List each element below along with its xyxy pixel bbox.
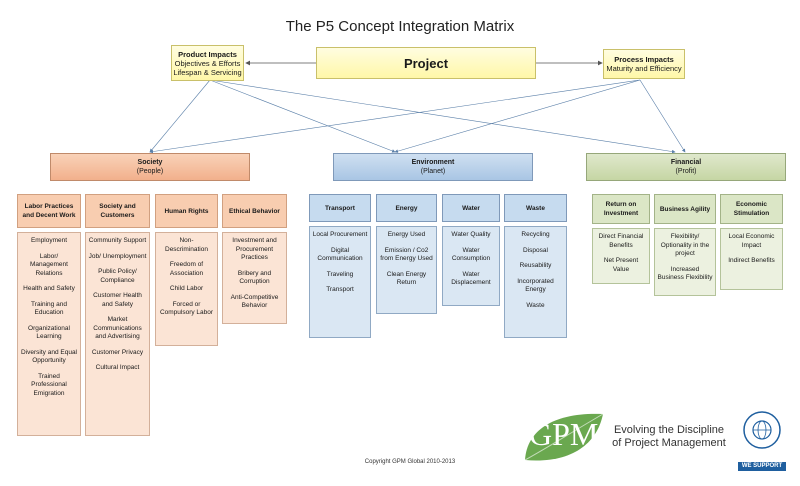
- environment-title: Environment: [411, 159, 455, 166]
- list-item: Indirect Benefits: [728, 257, 775, 264]
- process-impacts-box: Process Impacts Maturity and Efficiency: [603, 49, 685, 79]
- list-item: Local Procurement: [312, 231, 368, 238]
- list-item: Customer Privacy: [91, 348, 144, 356]
- list-item: Bribery and Corruption: [237, 269, 272, 286]
- list-item: Energy Used: [387, 231, 426, 238]
- product-impacts-title: Product Impacts: [178, 49, 237, 59]
- process-impacts-line1: Maturity and Efficiency: [606, 64, 682, 73]
- financial-title: Financial: [670, 159, 702, 166]
- process-impacts-title: Process Impacts: [614, 55, 674, 64]
- list-item: Net Present Value: [603, 257, 639, 273]
- list-item: Direct Financial Benefits: [598, 233, 644, 249]
- list-item: Investment and Procurement Practices: [232, 237, 277, 261]
- column-header-labor-practices-and-decent-work: Labor Practices and Decent Work: [17, 194, 81, 228]
- environment-subtitle: (Planet): [420, 168, 446, 175]
- society-category: Society (People): [50, 153, 250, 181]
- gpm-tagline: Evolving the Discipline of Project Manag…: [606, 424, 732, 450]
- list-item: Employment: [30, 237, 68, 244]
- gc-we-support-label: WE SUPPORT: [738, 462, 786, 471]
- list-item: Traveling: [326, 270, 354, 278]
- list-item: Anti-Competitive Behavior: [230, 293, 279, 310]
- list-item: Non-Descrimination: [165, 237, 208, 253]
- product-impacts-box: Product Impacts Objectives & Efforts Lif…: [171, 45, 244, 81]
- list-item: Water Quality: [451, 231, 491, 238]
- page-title: The P5 Concept Integration Matrix: [285, 18, 515, 35]
- product-impacts-line1: Objectives & Efforts: [174, 58, 241, 68]
- list-item: Disposal: [523, 246, 548, 254]
- list-item: Job/ Unemployment: [88, 252, 147, 260]
- column-header-transport: Transport: [309, 194, 371, 222]
- list-item: Increased Business Flexibility: [657, 265, 713, 282]
- gpm-leaf-logo: [524, 413, 604, 461]
- copyright-text: Copyright GPM Global 2010-2013: [364, 459, 456, 465]
- list-item: Labor/ Management Relations: [30, 252, 68, 277]
- list-item: Health and Safety: [23, 285, 75, 292]
- list-item: Local Economic Impact: [728, 233, 775, 249]
- column-header-society-and-customers: Society and Customers: [85, 194, 150, 228]
- column-header-ethical-behavior: Ethical Behavior: [222, 194, 287, 228]
- column-header-economic-stimulation: Economic Stimulation: [720, 194, 783, 224]
- project-box: Project: [316, 47, 536, 79]
- list-item: Clean Energy Return: [386, 270, 427, 287]
- financial-category: Financial (Profit): [586, 153, 786, 181]
- column-header-waste: Waste: [504, 194, 567, 222]
- list-item: Organizational Learning: [28, 324, 70, 341]
- column-header-business-agility: Business Agility: [654, 194, 716, 224]
- list-item: Waste: [526, 301, 545, 309]
- list-item: Transport: [326, 286, 354, 293]
- list-item: Water Displacement: [451, 270, 491, 287]
- list-item: Market Communications and Advertising: [93, 316, 142, 340]
- list-item: Flexibility/ Optionality in the project: [660, 233, 710, 257]
- gpm-logo-text: GPM: [529, 416, 599, 452]
- list-item: Forced or Compulsory Labor: [159, 300, 214, 317]
- list-item: Training and Education: [31, 300, 67, 317]
- list-item: Water Consumption: [451, 246, 491, 263]
- list-item: Reusability: [519, 262, 552, 269]
- global-compact-logo: [743, 411, 781, 449]
- list-item: Customer Health and Safety: [93, 292, 142, 308]
- tagline-line1: Evolving the Discipline: [613, 424, 725, 436]
- tagline-line2: of Project Management: [612, 437, 726, 449]
- list-item: Recycling: [521, 231, 550, 238]
- environment-category: Environment (Planet): [333, 153, 533, 181]
- financial-subtitle: (Profit): [675, 168, 697, 175]
- list-item: Incorporated Energy: [517, 277, 554, 294]
- society-title: Society: [137, 159, 163, 166]
- list-item: Digital Communication: [317, 246, 363, 263]
- list-item: Cultural Impact: [95, 364, 140, 371]
- list-item: Freedom of Association: [169, 261, 204, 277]
- column-header-energy: Energy: [376, 194, 437, 222]
- list-item: Community Support: [88, 237, 147, 244]
- project-label: Project: [403, 55, 449, 71]
- list-item: Diversity and Equal Opportunity: [21, 348, 77, 365]
- column-header-return-on-investment: Return on Investment: [592, 194, 650, 224]
- list-item: Trained Professional Emigration: [31, 372, 67, 397]
- list-item: Emission / Co2 from Energy Used: [380, 246, 433, 263]
- list-item: Public Policy/ Compliance: [98, 268, 137, 284]
- column-header-human-rights: Human Rights: [155, 194, 218, 228]
- society-subtitle: (People): [136, 168, 164, 175]
- product-impacts-line2: Lifespan & Servicing: [173, 67, 242, 77]
- list-item: Child Labor: [169, 285, 204, 292]
- column-header-water: Water: [442, 194, 500, 222]
